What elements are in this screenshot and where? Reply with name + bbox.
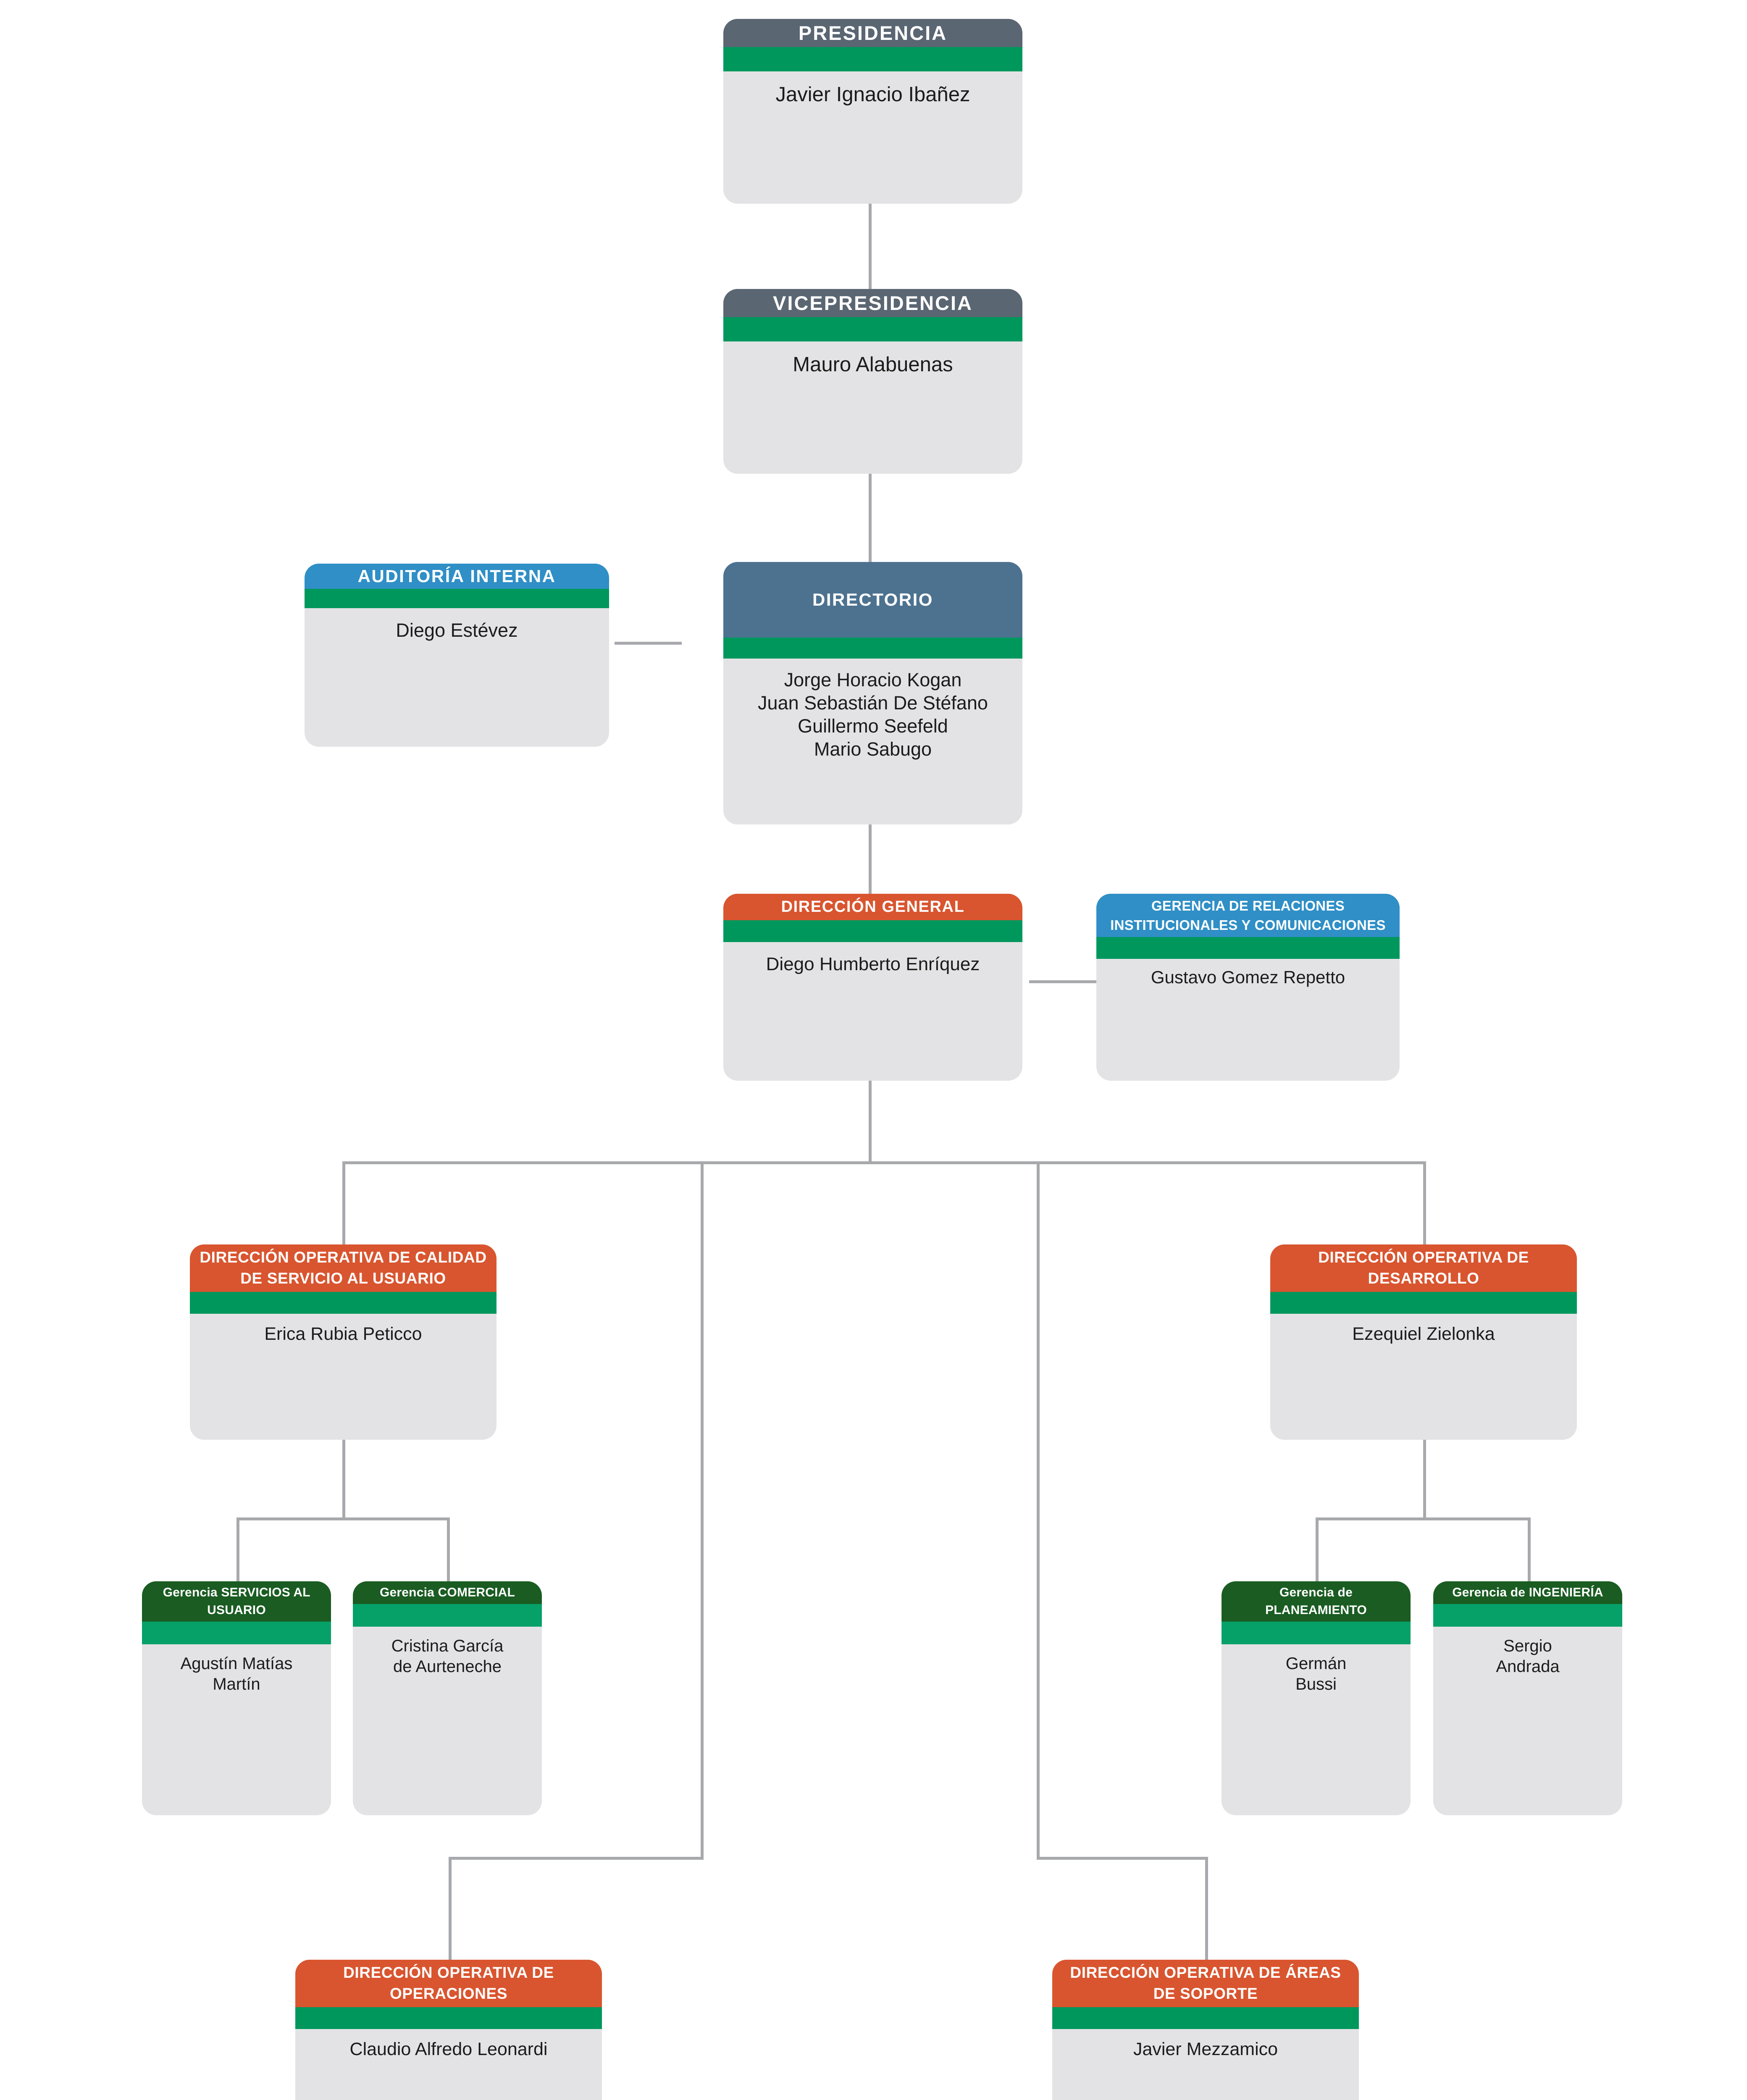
- connector-elbow-operaciones: [449, 1857, 704, 1860]
- connector-calidad-drop: [342, 1440, 345, 1520]
- relaciones-institucionales-names: Gustavo Gomez Repetto: [1151, 967, 1345, 987]
- node-gerencia-ingenieria[interactable]: Gerencia de INGENIERÍA Sergio Andrada: [1433, 1581, 1622, 1815]
- node-gerencia-servicios-usuario[interactable]: Gerencia SERVICIOS AL USUARIO Agustín Ma…: [142, 1581, 331, 1815]
- presidencia-band: [723, 47, 1022, 71]
- vicepresidencia-band: [723, 317, 1022, 341]
- relaciones-institucionales-band: [1096, 937, 1400, 959]
- do-calidad-servicio-title: DIRECCIÓN OPERATIVA DE CALIDAD DE SERVIC…: [190, 1244, 497, 1292]
- presidencia-title: PRESIDENCIA: [723, 19, 1022, 47]
- gerencia-planeamiento-band: [1222, 1622, 1411, 1644]
- connector-bus-to-operaciones-leg: [701, 1161, 704, 1860]
- connector-desarrollo-to-planeamiento: [1316, 1517, 1319, 1581]
- gerencia-servicios-usuario-band: [142, 1622, 331, 1644]
- connector-auditoria-directorio: [615, 642, 682, 645]
- gerencia-comercial-title: Gerencia COMERCIAL: [353, 1581, 542, 1604]
- node-gerencia-planeamiento[interactable]: Gerencia de PLANEAMIENTO Germán Bussi: [1222, 1581, 1411, 1815]
- gerencia-planeamiento-title: Gerencia de PLANEAMIENTO: [1222, 1581, 1411, 1622]
- node-relaciones-institucionales[interactable]: GERENCIA DE RELACIONES INSTITUCIONALES Y…: [1096, 894, 1400, 1081]
- connector-directorio-direccion-general: [869, 824, 872, 894]
- connector-calidad-bus: [236, 1517, 450, 1520]
- connector-elbow-soporte-drop: [1205, 1857, 1208, 1960]
- do-operaciones-band: [295, 2007, 602, 2029]
- directorio-band: [723, 638, 1022, 659]
- gerencia-comercial-band: [353, 1604, 542, 1627]
- do-operaciones-title: DIRECCIÓN OPERATIVA DE OPERACIONES: [295, 1960, 602, 2007]
- connector-bus-to-desarrollo: [1423, 1161, 1426, 1245]
- presidencia-names: Javier Ignacio Ibañez: [775, 83, 970, 106]
- node-vicepresidencia[interactable]: VICEPRESIDENCIA Mauro Alabuenas: [723, 289, 1022, 474]
- do-calidad-servicio-names: Erica Rubia Peticco: [264, 1323, 422, 1344]
- node-do-areas-soporte[interactable]: DIRECCIÓN OPERATIVA DE ÁREAS DE SOPORTE …: [1052, 1960, 1359, 2100]
- gerencia-ingenieria-band: [1433, 1604, 1622, 1627]
- connector-elbow-soporte: [1037, 1857, 1208, 1860]
- direccion-general-names: Diego Humberto Enríquez: [766, 953, 980, 974]
- connector-direccion-general-relaciones: [1029, 980, 1096, 983]
- connector-level3-bus: [342, 1161, 1426, 1164]
- node-directorio[interactable]: DIRECTORIO Jorge Horacio Kogan Juan Seba…: [723, 562, 1022, 824]
- node-auditoria-interna[interactable]: AUDITORÍA INTERNA Diego Estévez: [305, 564, 609, 747]
- do-desarrollo-title: DIRECCIÓN OPERATIVA DE DESARROLLO: [1270, 1244, 1577, 1292]
- relaciones-institucionales-title: GERENCIA DE RELACIONES INSTITUCIONALES Y…: [1096, 894, 1400, 937]
- node-gerencia-comercial[interactable]: Gerencia COMERCIAL Cristina García de Au…: [353, 1581, 542, 1815]
- gerencia-ingenieria-title: Gerencia de INGENIERÍA: [1433, 1581, 1622, 1604]
- connector-desarrollo-drop: [1423, 1440, 1426, 1520]
- vicepresidencia-names: Mauro Alabuenas: [793, 353, 953, 376]
- do-calidad-servicio-band: [190, 1292, 497, 1314]
- auditoria-interna-band: [305, 589, 609, 608]
- do-areas-soporte-title: DIRECCIÓN OPERATIVA DE ÁREAS DE SOPORTE: [1052, 1960, 1359, 2007]
- directorio-title: DIRECTORIO: [723, 562, 1022, 638]
- do-desarrollo-band: [1270, 1292, 1577, 1314]
- connector-presidencia-vicepresidencia: [869, 202, 872, 291]
- connector-calidad-to-servicios: [236, 1517, 239, 1581]
- connector-vicepresidencia-directorio: [869, 471, 872, 562]
- direccion-general-title: DIRECCIÓN GENERAL: [723, 894, 1022, 920]
- do-desarrollo-names: Ezequiel Zielonka: [1352, 1323, 1495, 1344]
- connector-desarrollo-bus: [1316, 1517, 1531, 1520]
- do-areas-soporte-names: Javier Mezzamico: [1133, 2039, 1278, 2059]
- auditoria-interna-title: AUDITORÍA INTERNA: [305, 564, 609, 589]
- directorio-names: Jorge Horacio Kogan Juan Sebastián De St…: [758, 669, 988, 760]
- connector-bus-to-calidad: [342, 1161, 345, 1245]
- gerencia-servicios-usuario-title: Gerencia SERVICIOS AL USUARIO: [142, 1581, 331, 1622]
- connector-desarrollo-to-ingenieria: [1528, 1517, 1531, 1581]
- node-do-operaciones[interactable]: DIRECCIÓN OPERATIVA DE OPERACIONES Claud…: [295, 1960, 602, 2100]
- gerencia-planeamiento-names: Germán Bussi: [1285, 1654, 1347, 1693]
- node-presidencia[interactable]: PRESIDENCIA Javier Ignacio Ibañez: [723, 19, 1022, 204]
- gerencia-servicios-usuario-names: Agustín Matías Martín: [180, 1654, 293, 1693]
- do-areas-soporte-band: [1052, 2007, 1359, 2029]
- vicepresidencia-title: VICEPRESIDENCIA: [723, 289, 1022, 317]
- gerencia-ingenieria-names: Sergio Andrada: [1496, 1637, 1560, 1676]
- auditoria-interna-names: Diego Estévez: [396, 620, 518, 641]
- do-operaciones-names: Claudio Alfredo Leonardi: [349, 2039, 548, 2059]
- connector-bus-to-soporte-leg: [1037, 1161, 1040, 1860]
- node-do-desarrollo[interactable]: DIRECCIÓN OPERATIVA DE DESARROLLO Ezequi…: [1270, 1244, 1577, 1440]
- connector-elbow-operaciones-drop: [449, 1857, 452, 1960]
- connector-calidad-to-comercial: [447, 1517, 450, 1581]
- node-do-calidad-servicio[interactable]: DIRECCIÓN OPERATIVA DE CALIDAD DE SERVIC…: [190, 1244, 497, 1440]
- gerencia-comercial-names: Cristina García de Aurteneche: [391, 1637, 504, 1676]
- connector-direccion-general-drop: [869, 1081, 872, 1163]
- node-direccion-general[interactable]: DIRECCIÓN GENERAL Diego Humberto Enríque…: [723, 894, 1022, 1081]
- direccion-general-band: [723, 920, 1022, 942]
